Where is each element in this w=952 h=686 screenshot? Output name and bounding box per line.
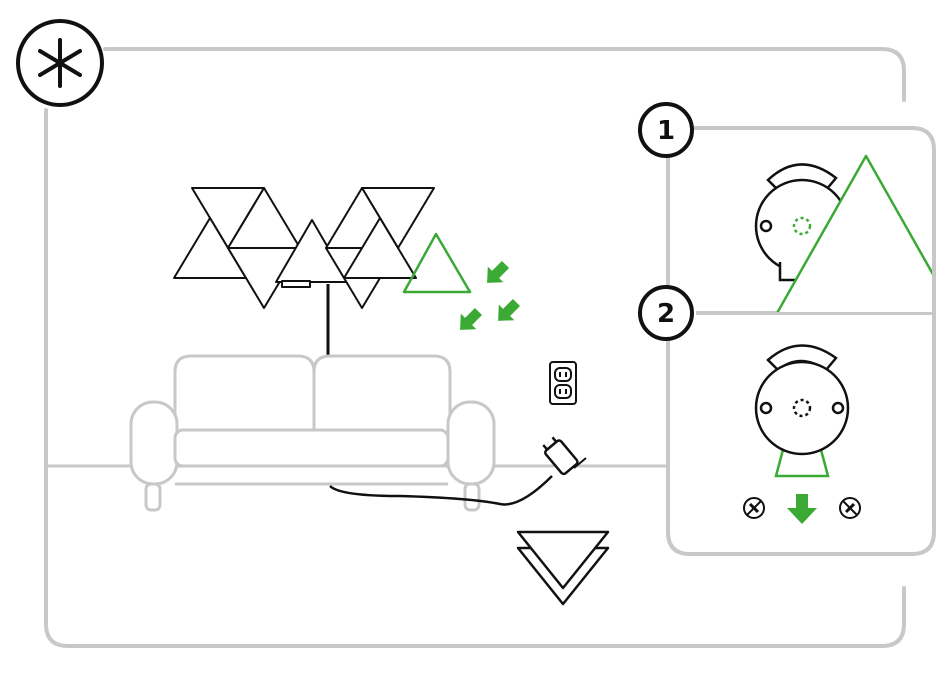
step1-number: 1 xyxy=(657,116,675,146)
asterisk-icon xyxy=(38,38,82,88)
step2-number: 2 xyxy=(657,299,675,329)
green-triangle-panel-step1 xyxy=(776,154,932,312)
screw-icon xyxy=(743,497,765,519)
green-arrow-icons xyxy=(460,260,521,330)
main-badge xyxy=(16,19,104,107)
screw-icon xyxy=(839,497,861,519)
stacked-triangles-icon xyxy=(516,530,610,606)
power-cable xyxy=(329,475,553,506)
mounting-plate-icon xyxy=(754,344,850,478)
step1-badge: 1 xyxy=(638,102,694,158)
outer-frame xyxy=(44,47,906,648)
step2-badge: 2 xyxy=(638,285,694,341)
down-arrow-icon xyxy=(787,494,817,524)
green-triangle-panel xyxy=(402,232,472,294)
step2-illustration xyxy=(743,344,861,524)
triangle-light-panels xyxy=(173,187,435,309)
power-outlet-icon xyxy=(549,361,577,405)
power-adapter-icon xyxy=(542,436,587,476)
sofa-illustration xyxy=(129,354,496,512)
step1-illustration xyxy=(754,154,932,312)
